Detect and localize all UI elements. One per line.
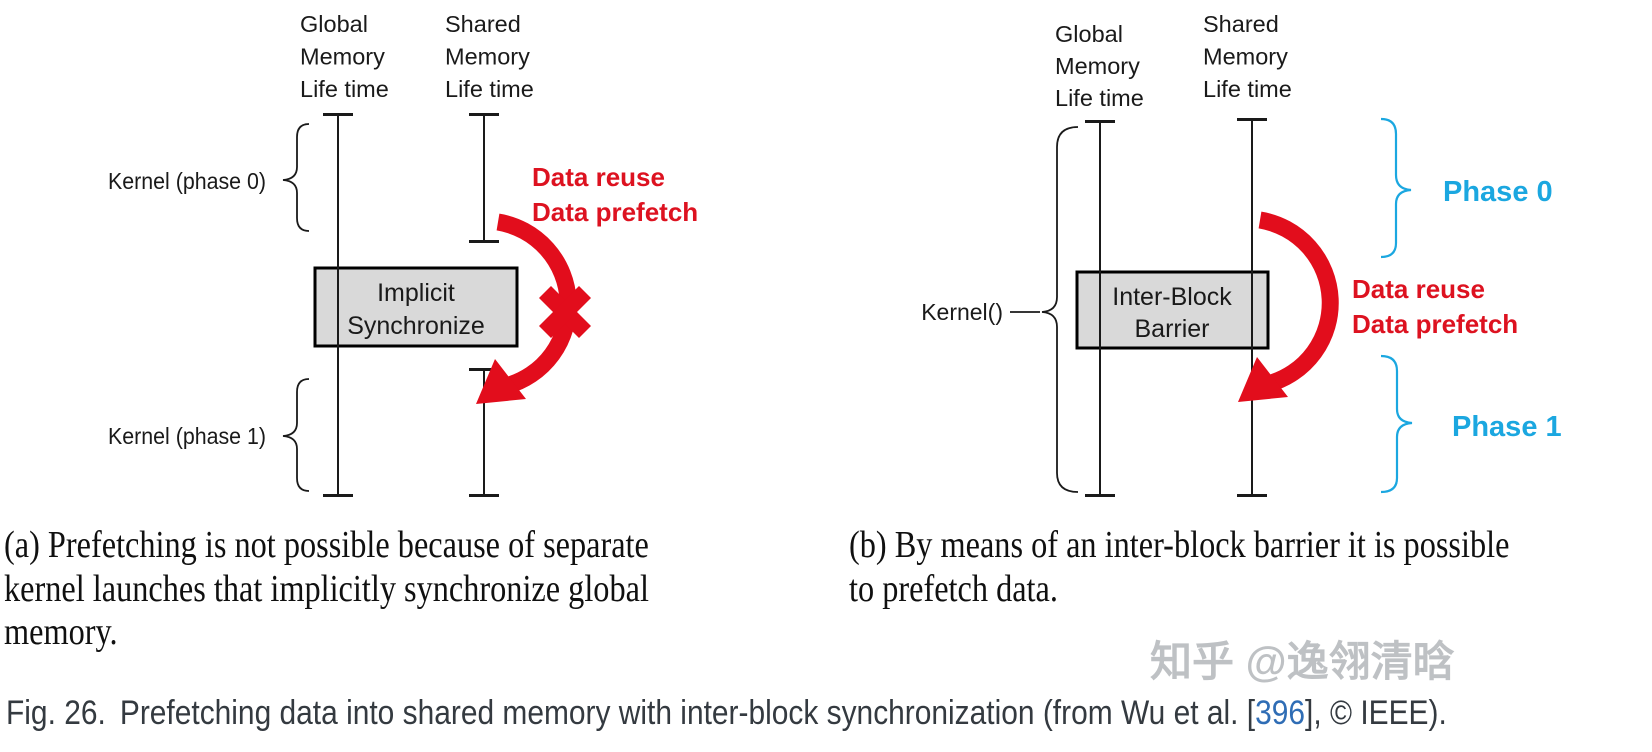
phase1-brace — [1380, 354, 1413, 494]
not-possible-x-icon — [538, 285, 592, 339]
figure-caption-suffix: ], © IEEE). — [1305, 694, 1447, 732]
figure-caption-body: Prefetching data into shared memory with… — [119, 694, 1256, 732]
panel-b-shared-label-line2: Memory — [1203, 44, 1288, 70]
inter-block-barrier-box — [1075, 270, 1270, 350]
panel-a-data-prefetch-label: Data prefetch — [532, 197, 698, 227]
caption-a: (a) Prefetching is not possible because … — [4, 524, 763, 655]
phase0-brace — [1380, 117, 1412, 259]
kernel-label: Kernel() — [921, 299, 1003, 325]
phase0-label: Phase 0 — [1443, 176, 1553, 208]
panel-a-shared-label-line3: Life time — [445, 76, 534, 102]
caption-b-line2: to prefetch data. — [849, 567, 1058, 610]
kernel-phase0-label: Kernel (phase 0) — [108, 168, 266, 194]
panel-b-data-prefetch-label: Data prefetch — [1352, 309, 1518, 339]
panel-a-data-reuse-label: Data reuse — [532, 162, 665, 192]
caption-b: (b) By means of an inter-block barrier i… — [849, 524, 1626, 611]
caption-a-line2: kernel launches that implicitly synchron… — [4, 567, 649, 610]
panel-a-global-lifeline — [323, 113, 353, 497]
panel-a-shared-label-line1: Shared — [445, 11, 521, 37]
panel-a-shared-lifeline-top — [469, 113, 499, 243]
kernel-phase0-brace — [282, 123, 310, 232]
panel-a-global-label-line1: Global — [300, 11, 368, 37]
figure-caption: Fig. 26. Prefetching data into shared mem… — [6, 694, 1447, 733]
phase1-label: Phase 1 — [1452, 411, 1562, 443]
panel-b-global-label-line2: Memory — [1055, 53, 1140, 79]
kernel-phase1-label: Kernel (phase 1) — [108, 423, 266, 449]
panel-b-global-label-line3: Life time — [1055, 85, 1144, 111]
figure-caption-reference-link[interactable]: 396 — [1255, 694, 1306, 732]
implicit-synchronize-label-line2: Synchronize — [347, 312, 485, 340]
inter-block-barrier-label-line1: Inter-Block — [1112, 283, 1232, 311]
caption-a-line3: memory. — [4, 611, 118, 653]
panel-a-shared-label-line2: Memory — [445, 44, 530, 70]
panel-b-shared-lifeline — [1237, 118, 1267, 497]
panel-b-data-reuse-label: Data reuse — [1352, 274, 1485, 304]
panel-a: Global Memory Life time Shared Memory Li… — [108, 11, 698, 497]
panel-b-shared-label-line1: Shared — [1203, 11, 1279, 37]
panel-a-global-label-line2: Memory — [300, 44, 385, 70]
panel-b: Global Memory Life time Shared Memory Li… — [921, 11, 1562, 497]
panel-b-global-lifeline — [1085, 120, 1115, 497]
panel-b-global-label-line1: Global — [1055, 21, 1123, 47]
panel-a-global-label-line3: Life time — [300, 76, 389, 102]
caption-b-line1: (b) By means of an inter-block barrier i… — [849, 524, 1510, 566]
kernel-phase1-brace — [282, 378, 310, 492]
watermark: 知乎 @逸翎清晗 — [1150, 638, 1455, 685]
implicit-synchronize-box — [313, 266, 519, 348]
figure-caption-label: Fig. 26. — [6, 694, 106, 732]
panel-b-shared-label-line3: Life time — [1203, 76, 1292, 102]
caption-a-line1: (a) Prefetching is not possible because … — [4, 524, 649, 566]
implicit-synchronize-label-line1: Implicit — [377, 279, 455, 307]
kernel-brace — [1041, 126, 1079, 493]
inter-block-barrier-label-line2: Barrier — [1134, 315, 1209, 343]
panel-b-prefetch-arrow — [1238, 211, 1339, 402]
